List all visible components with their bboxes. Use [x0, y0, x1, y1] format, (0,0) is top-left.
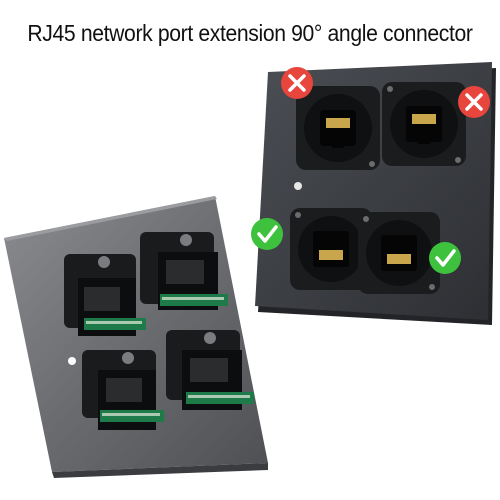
rj45-jack-bottom-left [290, 208, 372, 290]
rj45-jack-top-left [296, 86, 380, 170]
wall-plate-rear-view [4, 196, 268, 478]
rj45-jack-bottom-right [358, 212, 440, 294]
keystone-module-rear-2 [140, 232, 228, 310]
keystone-module-rear-4 [166, 330, 254, 410]
wrong-badge-top-left [281, 67, 313, 99]
correct-badge-bottom-right [429, 242, 461, 274]
wrong-badge-top-right [458, 86, 490, 118]
keystone-module-rear-3 [82, 350, 164, 430]
rj45-jack-top-right [382, 82, 466, 166]
page-title: RJ45 network port extension 90° angle co… [27, 20, 473, 46]
keystone-module-rear-1 [64, 254, 146, 336]
correct-badge-bottom-left [251, 218, 283, 250]
